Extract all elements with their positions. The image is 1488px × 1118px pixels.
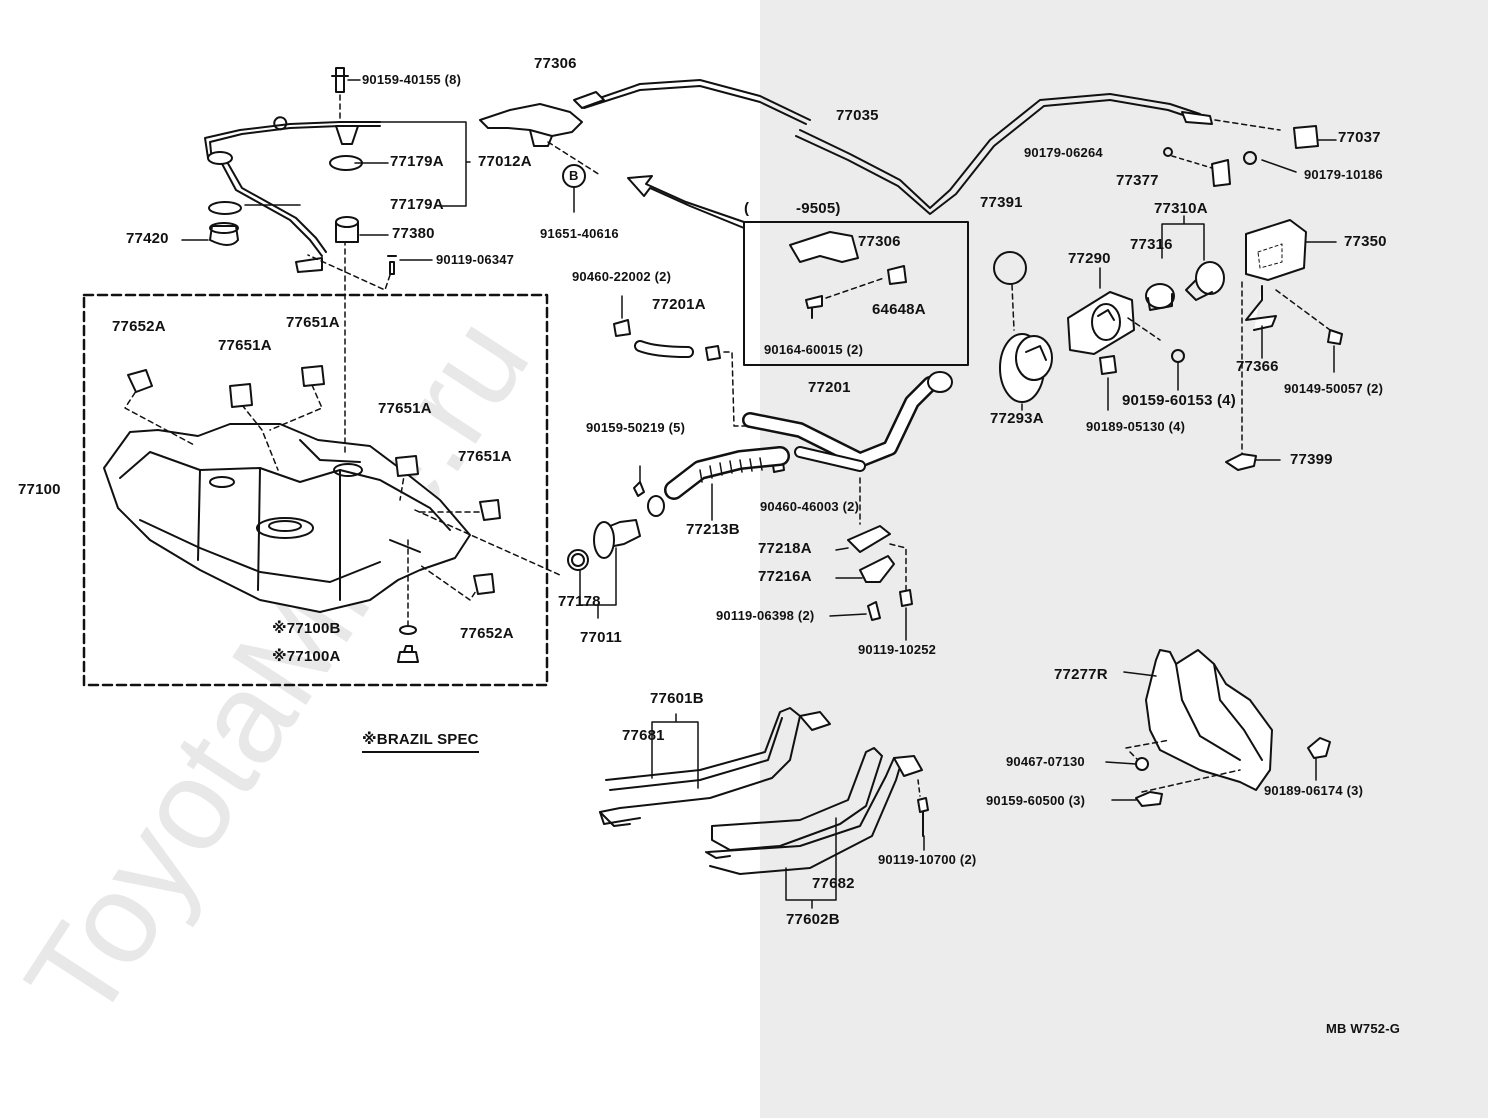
part-label-77391: 77391 (980, 194, 1023, 211)
cap-77310a (1185, 261, 1225, 301)
part-label-77037: 77037 (1338, 129, 1381, 146)
part-label-90189-05130: 90189-05130 (4) (1086, 419, 1186, 434)
lever-bracket-77306 (479, 103, 583, 147)
part-label-91651-40616: 91651-40616 (540, 226, 619, 241)
part-label-77178: 77178 (558, 593, 601, 610)
part-label-77651a-1: 77651A (286, 314, 340, 331)
part-label-77277r: 77277R (1054, 666, 1108, 683)
part-label-77682: 77682 (812, 875, 855, 892)
part-label-77179a-1: 77179A (390, 153, 444, 170)
part-label-77290: 77290 (1068, 250, 1111, 267)
part-label-77652a-bottom: 77652A (460, 625, 514, 642)
cap-77100a (397, 645, 419, 663)
part-label-77651a-4: 77651A (458, 448, 512, 465)
part-label-90159-60153: 90159-60153 (4) (1122, 392, 1236, 409)
part-label-77601b: 77601B (650, 690, 704, 707)
part-label-90159-50219: 90159-50219 (5) (586, 420, 686, 435)
part-label-77399: 77399 (1290, 451, 1333, 468)
part-label-77213b: 77213B (686, 521, 740, 538)
hose-77213b (647, 446, 790, 517)
brazil-spec-note: ※BRAZIL SPEC (362, 731, 479, 753)
part-label-90119-10252: 90119-10252 (858, 642, 937, 657)
part-label-90149-50057: 90149-50057 (2) (1284, 381, 1384, 396)
inlet-77011 (567, 481, 645, 571)
hose-77201a (613, 319, 721, 361)
part-label-90189-06174: 90189-06174 (3) (1264, 783, 1364, 798)
part-label-90467-07130: 90467-07130 (1006, 754, 1085, 769)
part-label-77350: 77350 (1344, 233, 1387, 250)
part-label-77377: 77377 (1116, 172, 1159, 189)
part-label-90159-40155: 90159-40155 (8) (362, 72, 462, 87)
part-label-90119-06398: 90119-06398 (2) (716, 608, 815, 623)
spring-77399 (1225, 453, 1257, 471)
filler-pipe-77201 (742, 371, 953, 473)
washer-77100b (399, 625, 417, 635)
fuel-lid-77350 (1245, 219, 1307, 281)
detail-paren-open: ( (744, 200, 750, 217)
part-label-90460-46003: 90460-46003 (2) (760, 499, 860, 514)
catalog-code: MB W752-G (1326, 1021, 1401, 1036)
part-label-77201a: 77201A (652, 296, 706, 313)
part-label-77310a: 77310A (1154, 200, 1208, 217)
tank-group-frame (82, 293, 549, 687)
detail-box (743, 221, 969, 366)
breather-tube (204, 67, 397, 275)
part-label-77306-top: 77306 (534, 55, 577, 72)
ring-77391 (993, 251, 1027, 285)
part-label-77681: 77681 (622, 727, 665, 744)
part-label-77100: 77100 (18, 481, 61, 498)
part-label-77602b: 77602B (786, 911, 840, 928)
part-label-90179-10186: 90179-10186 (1304, 167, 1383, 182)
direction-arrow (627, 175, 745, 229)
part-label-90119-06347: 90119-06347 (436, 252, 515, 267)
part-label-77012a: 77012A (478, 153, 532, 170)
hinge-77366 (1245, 285, 1277, 331)
b-symbol-letter: B (569, 168, 579, 183)
part-label-90164-60015: 90164-60015 (2) (764, 342, 864, 357)
part-label-77380: 77380 (392, 225, 435, 242)
cap-77316 (1145, 283, 1175, 311)
filler-socket-77290 (1067, 291, 1135, 375)
tank-strap-77601b (599, 707, 831, 827)
shield-77277r (1145, 649, 1273, 791)
part-label-77293a: 77293A (990, 410, 1044, 427)
fuel-tank (103, 423, 471, 613)
part-77037 (1293, 125, 1319, 149)
detail-date-code: -9505) (796, 200, 841, 217)
part-label-77100a: ※77100A (272, 648, 341, 665)
part-label-90119-10700: 90119-10700 (2) (878, 852, 977, 867)
part-label-77316: 77316 (1130, 236, 1173, 253)
part-label-77201: 77201 (808, 379, 851, 396)
group-brackets (181, 79, 471, 261)
clamps (847, 525, 913, 621)
part-label-77652a-top: 77652A (112, 318, 166, 335)
part-label-77100b: ※77100B (272, 620, 341, 637)
detail-lever (789, 231, 907, 319)
part-77377 (1211, 159, 1231, 187)
part-label-77011: 77011 (580, 629, 622, 646)
part-label-77306-detail: 77306 (858, 233, 901, 250)
tank-pads (127, 365, 501, 595)
part-label-90460-22002: 90460-22002 (2) (572, 269, 672, 284)
part-label-77420: 77420 (126, 230, 169, 247)
part-label-77216a: 77216A (758, 568, 812, 585)
part-label-90179-06264: 90179-06264 (1024, 145, 1103, 160)
part-label-64648a: 64648A (872, 301, 926, 318)
part-label-77218a: 77218A (758, 540, 812, 557)
part-label-90159-60500: 90159-60500 (3) (986, 793, 1086, 808)
part-label-77651a-3: 77651A (378, 400, 432, 417)
b-symbol (562, 164, 586, 188)
part-label-77035: 77035 (836, 107, 879, 124)
part-label-77366: 77366 (1236, 358, 1279, 375)
part-label-77651a-2: 77651A (218, 337, 272, 354)
part-label-77179a-2: 77179A (390, 196, 444, 213)
filler-housing-77293a (999, 333, 1053, 403)
opener-cable (573, 79, 1213, 215)
